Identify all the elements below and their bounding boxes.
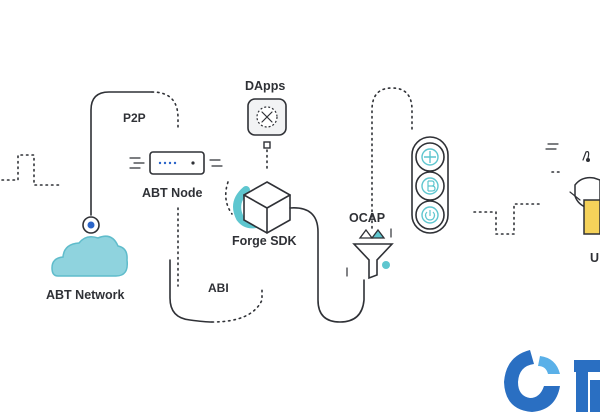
- brand-logo-icon: [504, 350, 600, 412]
- cube-icon: [224, 181, 291, 234]
- right-signal-wave: [473, 203, 541, 235]
- cloud-icon: [51, 235, 129, 277]
- forge-ocap-link: [289, 207, 365, 323]
- left-signal-wave: [1, 154, 63, 186]
- abi-link: [169, 207, 263, 323]
- dapps-label: DApps: [245, 79, 285, 93]
- chip-icon: [247, 98, 287, 136]
- dapps-forge-connector: [263, 141, 271, 173]
- p2p-link: [90, 91, 179, 216]
- network-node-dot-core: [87, 221, 95, 229]
- coin-stack-icon: [411, 136, 449, 234]
- p2p-label: P2P: [123, 111, 146, 125]
- forge-sdk-label: Forge SDK: [232, 234, 297, 248]
- user-label-partial: U: [590, 251, 599, 265]
- ocap-coin-link: [371, 87, 413, 229]
- abt-network-label: ABT Network: [46, 288, 125, 302]
- server-node-icon: [129, 151, 223, 175]
- ocap-label: OCAP: [349, 211, 385, 225]
- funnel-icon: [346, 228, 394, 280]
- abi-label: ABI: [208, 281, 229, 295]
- user-icon: [545, 143, 600, 235]
- abt-node-label: ABT Node: [142, 186, 202, 200]
